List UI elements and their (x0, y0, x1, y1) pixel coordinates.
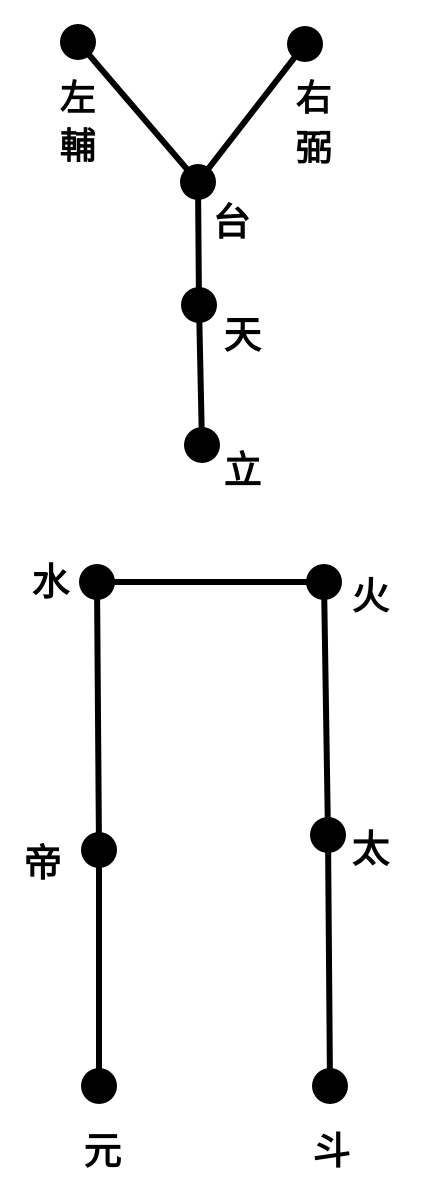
star-node-youbi (287, 26, 323, 62)
star-node-zuofu (60, 24, 96, 60)
star-node-huo (306, 564, 342, 600)
label-di: 帝 (24, 841, 62, 885)
label-dou: 斗 (313, 1129, 351, 1173)
label-li: 立 (224, 448, 262, 492)
edge-huo-tai (321, 579, 331, 838)
label-zuofu-1: 左 (60, 78, 96, 119)
label-zuofu-2: 輔 (60, 126, 96, 167)
star-node-shui (79, 564, 115, 600)
star-node-yuan (81, 1068, 117, 1104)
edge-tian-li (196, 302, 205, 448)
edge-shui-di (94, 579, 102, 853)
gate-constellation: 水 火 帝 太 元 斗 (24, 560, 390, 1173)
star-node-tai2 (310, 817, 346, 853)
label-tai: 台 (213, 200, 251, 244)
label-tai2: 太 (352, 827, 390, 871)
label-shui: 水 (32, 560, 71, 604)
edge-youbi-tai (195, 41, 308, 185)
label-yuan: 元 (84, 1129, 122, 1173)
label-youbi-2: 弼 (296, 128, 332, 169)
star-node-tian (181, 287, 217, 323)
label-tian: 天 (224, 313, 262, 357)
star-node-di (81, 832, 117, 868)
star-node-li (184, 427, 220, 463)
edge-tai-dou (325, 832, 333, 1089)
label-huo: 火 (352, 574, 390, 618)
star-node-dou (312, 1068, 348, 1104)
edge-zuofu-tai (75, 39, 201, 185)
label-youbi-1: 右 (296, 78, 332, 119)
star-node-tai (180, 164, 216, 200)
edge-tai-tian (195, 179, 202, 308)
y-constellation: 左 輔 右 弼 台 天 立 (60, 24, 332, 492)
